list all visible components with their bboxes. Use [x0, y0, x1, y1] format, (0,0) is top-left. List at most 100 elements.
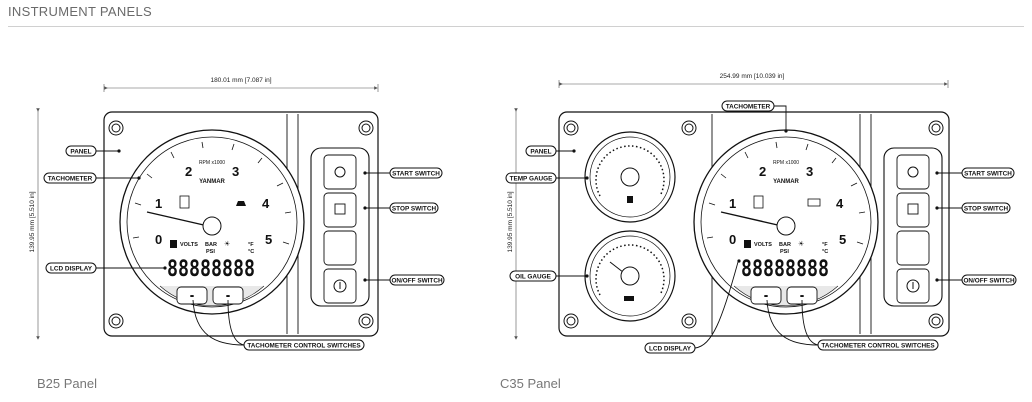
temp-gauge: [584, 131, 676, 223]
lcd-unit-psi: PSI: [780, 249, 789, 255]
b25-label-control-switches: TACHOMETER CONTROL SWITCHES: [192, 299, 365, 351]
lcd-unit-f: °F: [248, 242, 254, 248]
svg-text:ON/OFF SWITCH: ON/OFF SWITCH: [963, 278, 1015, 285]
c35-height-dimension: 139.95 mm [5.510 in]: [507, 191, 514, 252]
battery-icon: [807, 198, 821, 207]
b25-label-tachometer: TACHOMETER: [43, 172, 141, 184]
oil-can-icon: [170, 240, 177, 248]
oil-can-icon: [744, 240, 751, 248]
tach-numeral: 2: [759, 164, 766, 179]
c35-label-oil-gauge: OIL GAUGE: [509, 270, 589, 282]
tach-numeral: 0: [729, 232, 736, 247]
tach-numeral: 4: [836, 196, 844, 211]
tach-numeral: 2: [185, 164, 192, 179]
tach-numeral: 3: [806, 164, 813, 179]
brand-logo: YANMAR: [199, 179, 225, 185]
temperature-icon: [236, 201, 246, 206]
c35-label-panel: PANEL: [525, 145, 576, 157]
b25-panel: 180.01 mm [7.087 in] 139.95 mm [5.510 in…: [29, 77, 445, 351]
tach-numeral: 4: [262, 196, 270, 211]
svg-text:LCD DISPLAY: LCD DISPLAY: [649, 346, 692, 353]
screw-icon: [563, 313, 579, 329]
lcd-unit-psi: PSI: [206, 249, 215, 255]
svg-text:PANEL: PANEL: [530, 149, 551, 156]
b25-width-dimension: 180.01 mm [7.087 in]: [210, 77, 271, 84]
oil-gauge: [584, 230, 676, 322]
section-title: INSTRUMENT PANELS: [8, 4, 153, 19]
c35-width-dimension: 254.99 mm [10.039 in]: [720, 73, 785, 80]
lcd-unit-volts: VOLTS: [180, 242, 198, 248]
stop-icon: [907, 203, 919, 215]
svg-text:ON/OFF SWITCH: ON/OFF SWITCH: [391, 278, 443, 285]
c35-label-stop-switch: STOP SWITCH: [935, 202, 1011, 214]
svg-text:START SWITCH: START SWITCH: [964, 171, 1012, 178]
stop-icon: [334, 203, 346, 215]
lcd-unit-bar: BAR: [205, 242, 217, 248]
lcd-unit-volts: VOLTS: [754, 242, 772, 248]
fuel-pump-icon: [753, 195, 764, 209]
lcd-digits: 88888888: [167, 257, 255, 282]
blank-switch[interactable]: [323, 230, 357, 266]
screw-icon: [928, 313, 944, 329]
svg-text:STOP SWITCH: STOP SWITCH: [392, 206, 437, 213]
rpm-label: RPM x1000: [199, 160, 225, 166]
b25-height-dimension: 139.95 mm [5.510 in]: [29, 191, 36, 252]
screw-icon: [928, 120, 944, 136]
b25-lcd-display: VOLTS BAR PSI ☀ °F °C 88888888: [167, 240, 255, 282]
c35-label-tachometer: TACHOMETER: [721, 100, 788, 133]
c35-label-start-switch: START SWITCH: [935, 167, 1015, 179]
b25-panel-caption: B25 Panel: [37, 376, 97, 391]
b25-label-onoff-switch: ON/OFF SWITCH: [363, 274, 445, 286]
c35-label-control-switches: TACHOMETER CONTROL SWITCHES: [766, 299, 939, 351]
svg-text:TACHOMETER CONTROL SWITCHES: TACHOMETER CONTROL SWITCHES: [247, 343, 361, 350]
tach-numeral: 3: [232, 164, 239, 179]
screw-icon: [681, 313, 697, 329]
svg-text:PANEL: PANEL: [70, 149, 91, 156]
blank-switch[interactable]: [896, 230, 930, 266]
b25-label-panel: PANEL: [65, 145, 121, 157]
sun-icon: ☀: [798, 240, 804, 248]
sun-icon: ☀: [224, 240, 230, 248]
c35-label-temp-gauge: TEMP GAUGE: [505, 172, 589, 184]
fuel-pump-icon: [179, 195, 190, 209]
tach-numeral: 5: [839, 232, 846, 247]
svg-text:TACHOMETER CONTROL SWITCHES: TACHOMETER CONTROL SWITCHES: [821, 343, 935, 350]
c35-label-lcd-display: LCD DISPLAY: [644, 259, 741, 354]
svg-text:TACHOMETER: TACHOMETER: [48, 176, 93, 183]
screw-icon: [681, 120, 697, 136]
lcd-digits: 88888888: [741, 257, 829, 282]
screw-icon: [108, 120, 124, 136]
tach-numeral: 5: [265, 232, 272, 247]
svg-text:OIL GAUGE: OIL GAUGE: [515, 274, 551, 281]
screw-icon: [358, 120, 374, 136]
c35-label-onoff-switch: ON/OFF SWITCH: [935, 274, 1017, 286]
svg-text:START SWITCH: START SWITCH: [392, 171, 440, 178]
svg-text:LCD DISPLAY: LCD DISPLAY: [50, 266, 93, 273]
svg-text:TEMP GAUGE: TEMP GAUGE: [510, 176, 554, 183]
screw-icon: [563, 120, 579, 136]
screw-icon: [358, 313, 374, 329]
oil-can-icon: [624, 296, 634, 301]
c35-tachometer: 0 1 2 3 4 5 RPM x1000 YANMAR VOLTS BAR P…: [693, 129, 879, 315]
tach-numeral: 1: [155, 196, 162, 211]
c35-panel-caption: C35 Panel: [500, 376, 561, 391]
title-divider: [8, 26, 1024, 27]
b25-label-start-switch: START SWITCH: [363, 167, 443, 179]
temperature-icon: [627, 196, 633, 203]
svg-text:TACHOMETER: TACHOMETER: [726, 104, 771, 111]
b25-label-stop-switch: STOP SWITCH: [363, 202, 439, 214]
lcd-unit-c: °C: [248, 249, 254, 255]
svg-text:STOP SWITCH: STOP SWITCH: [964, 206, 1009, 213]
b25-label-lcd-display: LCD DISPLAY: [45, 262, 167, 274]
screw-icon: [108, 313, 124, 329]
brand-logo: YANMAR: [773, 179, 799, 185]
rpm-label: RPM x1000: [773, 160, 799, 166]
lcd-unit-bar: BAR: [779, 242, 791, 248]
start-key-icon: [334, 166, 346, 178]
lcd-unit-f: °F: [822, 242, 828, 248]
tach-numeral: 1: [729, 196, 736, 211]
start-key-icon: [907, 166, 919, 178]
b25-tachometer: 0 1 2 3 4 5 RPM x1000 YANMAR VOLTS BAR P…: [119, 129, 305, 315]
lcd-unit-c: °C: [822, 249, 828, 255]
